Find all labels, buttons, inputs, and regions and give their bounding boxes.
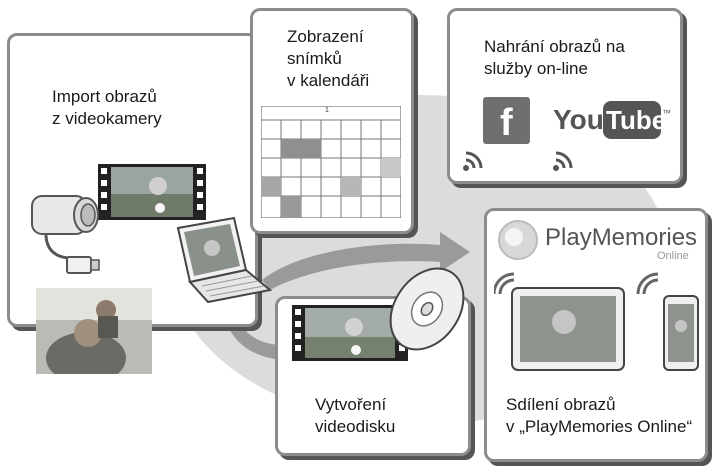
disc-label-line1: Vytvoření	[315, 395, 387, 414]
youtube-logo-tm: ™	[662, 108, 671, 118]
import-label-line2: z videokamery	[52, 109, 162, 128]
youtube-logo-tube-box	[603, 101, 661, 139]
disc-icon	[389, 267, 465, 351]
playmemories-logo-text: PlayMemories	[545, 224, 698, 251]
playmemories-logo-icon	[498, 220, 538, 260]
disc-label-line2: videodisku	[315, 417, 396, 436]
calendar-label-line3: v kalendáři	[287, 71, 370, 90]
film-strip-icon	[98, 164, 206, 220]
family-photo	[36, 288, 152, 374]
arrow-laptop-to-cloud	[262, 232, 470, 290]
upload-label-line2: služby on-line	[484, 59, 588, 78]
calendar-grid	[261, 106, 401, 218]
facebook-logo	[483, 97, 530, 144]
youtube-logo-you: You	[553, 104, 604, 135]
wifi-signal-icon-youtube	[553, 151, 573, 171]
devices-illustration	[494, 272, 699, 371]
import-label-line1: Import obrazů	[52, 87, 157, 106]
usb-plug-icon	[66, 256, 100, 274]
facebook-logo-letter: f	[500, 102, 513, 144]
share-label-line2: v „PlayMemories Online“	[506, 417, 693, 436]
calendar-label-line2: snímků	[287, 49, 342, 68]
calendar-label-line1: Zobrazení	[287, 27, 364, 46]
upload-label-line1: Nahrání obrazů na	[484, 37, 625, 56]
share-label-line1: Sdílení obrazů	[506, 395, 616, 414]
laptop-icon	[176, 216, 272, 304]
calendar-month-number: 1	[325, 107, 329, 114]
playmemories-logo-subtext: Online	[657, 250, 689, 262]
wifi-signal-icon-facebook	[463, 151, 483, 171]
film-strip-disc-icon	[292, 305, 408, 361]
youtube-logo-tube: Tube	[606, 105, 667, 135]
